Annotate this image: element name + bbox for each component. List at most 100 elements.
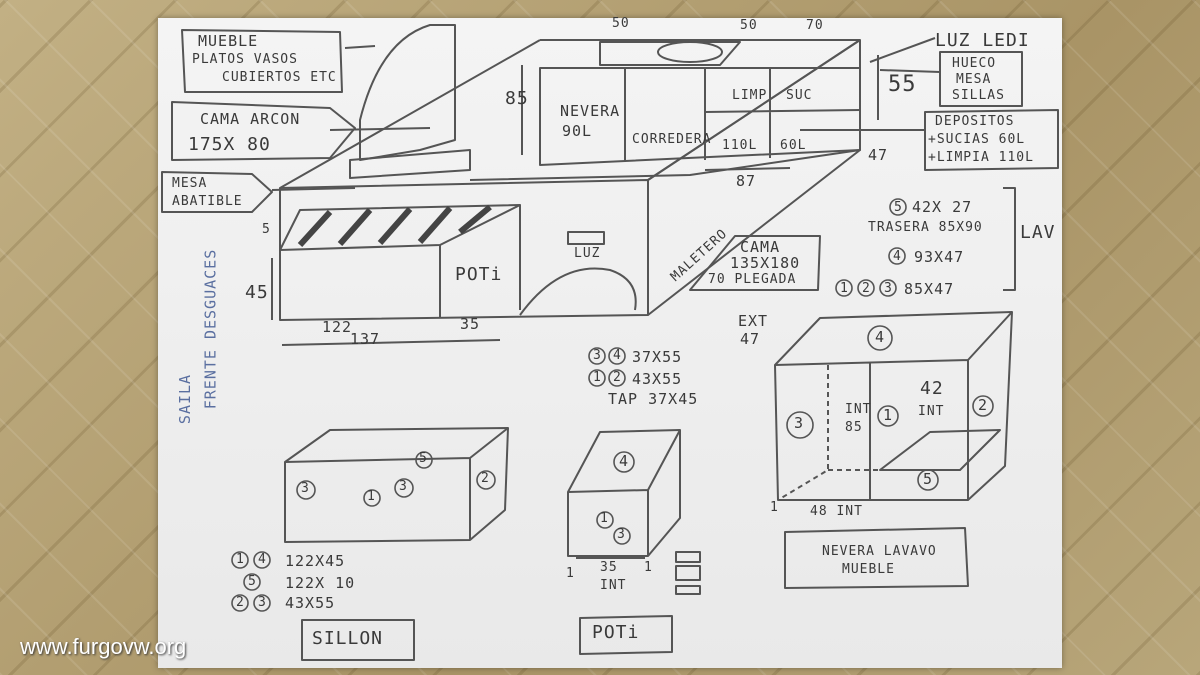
lavavo-num-2: 2 [978,396,989,414]
lavavo-label-box [784,527,969,589]
lavavo-hidden [777,365,960,501]
dim-42-int: 42 [920,378,944,399]
poti-num-4: 2 [613,370,622,385]
poti-edges [567,429,681,556]
upper-cabinet [359,24,456,161]
lavavo-num-4: 4 [875,328,886,346]
label-mueble-2: MUEBLE [842,562,895,577]
poti-line-1: 37X55 [632,348,683,366]
furniture-dividers [624,68,861,162]
paper-sheet [158,18,1062,668]
sillon-line-2: 122X 10 [285,574,356,592]
poti-line-2: 43X55 [632,370,683,388]
dim-35-int: 35 [600,560,618,575]
dim-87: 87 [736,172,757,190]
arrow-luz [869,37,936,63]
label-poti-side: POTi [455,264,503,285]
label-box-hueco [939,51,1023,107]
poti-part-b [675,565,701,581]
poti-label-box [579,615,673,655]
lav-line-1: 42X 27 [912,198,973,216]
dim-35: 35 [460,315,481,333]
lav-num-2: 4 [893,249,902,264]
poti-num-1: 3 [593,348,602,363]
lav-num-3: 1 [840,281,849,296]
label-box-depositos [924,109,1059,171]
sillon-box-num-5: 5 [419,451,428,466]
sillon-num-3: 5 [248,574,257,589]
sillon-num-4: 2 [236,595,245,610]
sillon-box [284,427,509,543]
label-plegada: 70 PLEGADA [708,272,797,287]
label-cama-arcon-dim: 175X 80 [188,134,271,155]
poti-part-a [675,551,701,563]
poti-num-2: 4 [613,348,622,363]
dim-137: 137 [350,330,381,348]
number-circles [231,198,994,612]
watermark: www.furgovw.org [20,634,187,659]
label-luz: LUZ [574,246,601,261]
dim-50a: 50 [612,16,630,31]
dim-5: 5 [262,222,271,237]
dim-45: 45 [245,282,269,303]
lav-line-4: 85X47 [904,280,955,298]
label-abatible: ABATIBLE [172,194,243,209]
dim-55: 55 [888,72,917,97]
label-nevera: NEVERA [560,102,621,120]
poti-box-num-4: 4 [619,452,630,470]
label-ext: EXT [738,312,769,330]
label-poti: POTi [592,622,640,643]
sillon-num-2: 4 [258,552,267,567]
label-box-cama [689,235,821,291]
sink-bowl [657,41,723,63]
label-nevera-lavavo: NEVERA LAVAVO [822,544,937,559]
label-platos: PLATOS VASOS [192,52,298,67]
sillon-edges [284,427,509,540]
dim-50b: 50 [740,18,758,33]
sillon-box-num-2: 2 [481,471,490,486]
label-cubiertos: CUBIERTOS ETC [222,70,337,85]
dim-87-arrow [704,167,791,171]
lav-num-1: 5 [894,200,903,215]
label-60l: 60L [780,138,807,153]
sillon-num-5: 3 [258,595,267,610]
poti-box-num-3: 3 [617,527,626,542]
label-sillas: SILLAS [952,88,1005,103]
arrow-mesa [271,187,356,191]
sillon-box-num-3a: 3 [301,481,310,496]
lav-bracket [1003,187,1016,291]
label-110l: 110L [722,138,758,153]
label-luz-led: LUZ LEDI [935,30,1030,51]
label-hueco-mesa: MESA [956,72,992,87]
label-sillon: SILLON [312,628,384,649]
poti-box [567,429,681,557]
poti-num-3: 1 [593,370,602,385]
poti-part-c [675,585,701,595]
label-int-b: INT [918,404,945,419]
poti-line-3: TAP 37X45 [608,390,699,408]
lavavo-drawer [879,429,1001,471]
lav-line-2: TRASERA 85X90 [868,220,983,235]
table-top [349,149,471,179]
label-box-mueble [181,29,343,93]
label-depositos: DEPOSITOS [935,114,1015,129]
lavavo-num-3: 3 [794,414,805,432]
arrow-mueble [344,45,376,49]
label-corredera: CORREDERA [632,132,712,147]
sink [599,41,741,66]
dim-1c: 1 [644,560,653,575]
floor-line [469,149,861,181]
sillon-num-1: 1 [236,552,245,567]
poti-box-num-1: 1 [600,511,609,526]
dim-48-int: 48 INT [810,504,863,519]
label-mesa: MESA [172,176,208,191]
dim-1b: 1 [566,566,575,581]
sillon-line-3: 43X55 [285,594,336,612]
luz-box [567,231,605,245]
label-sucias: +SUCIAS 60L [928,132,1026,147]
dim-85-int: 85 [845,420,863,435]
label-mueble: MUEBLE [198,32,259,50]
sillon-label-box [301,619,415,661]
